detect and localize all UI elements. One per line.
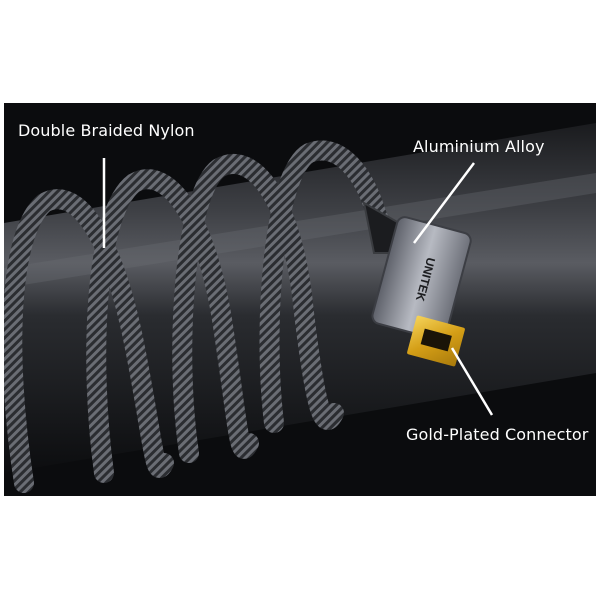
callout-gold-connector: Gold-Plated Connector [406,425,589,444]
aluminium-alloy-housing: UNITEK [371,216,472,341]
product-photo: UNITEK Double Braided Nylon Aluminium Al… [4,103,596,496]
callout-aluminium-alloy: Aluminium Alloy [413,137,545,156]
callout-braided-nylon: Double Braided Nylon [18,121,195,140]
callout-lines [102,158,494,416]
braided-cable [4,140,412,493]
gold-plated-connector [407,315,465,367]
